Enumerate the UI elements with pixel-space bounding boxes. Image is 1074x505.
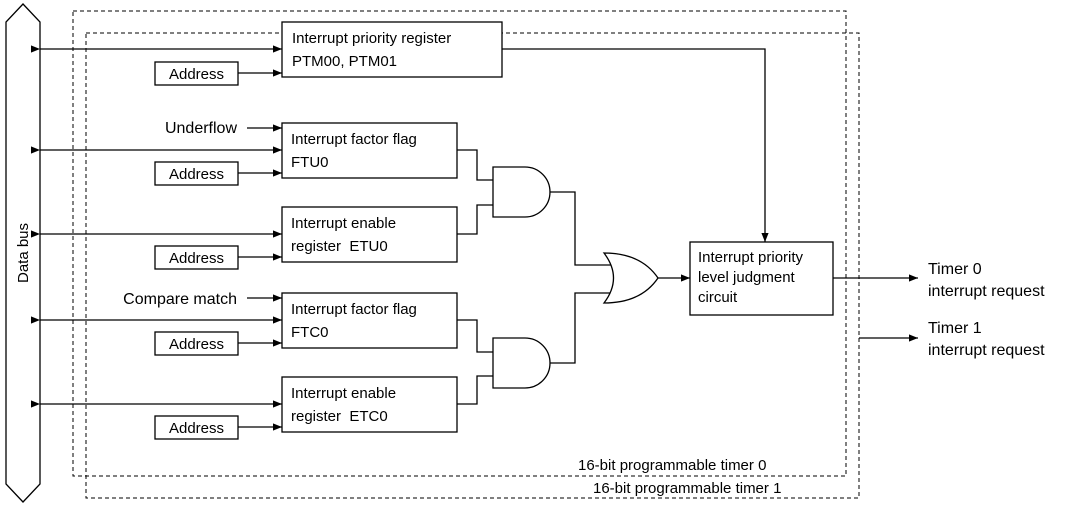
enable-register-compare-box: Interrupt enable register ETC0 [281, 376, 458, 433]
address-label: Address [169, 420, 224, 437]
timer0-output-line2: interrupt request [928, 283, 1045, 300]
data-bus [5, 3, 41, 503]
wire-factor-underflow-to-and [457, 149, 493, 181]
judgment-circuit-line1: Interrupt priority [698, 249, 804, 266]
timer1-output-line1: Timer 1 [928, 320, 982, 337]
wire-priority-to-judgment [502, 48, 769, 242]
factor-flag-underflow-line1: Interrupt factor flag [291, 131, 417, 148]
timer0-output-line1: Timer 0 [928, 261, 982, 278]
underflow-label: Underflow [165, 120, 237, 137]
factor-flag-compare-box: Interrupt factor flag FTC0 [281, 292, 458, 349]
enable-register-compare-line2: register ETC0 [291, 408, 388, 425]
enable-register-underflow-line2: register ETU0 [291, 238, 388, 255]
data-bus-label: Data bus [15, 223, 32, 283]
address-box-factor-compare: Address [154, 331, 282, 356]
and-gate-compare [492, 337, 551, 389]
enable-register-underflow-box: Interrupt enable register ETU0 [281, 206, 458, 263]
timer1-region-label: 16-bit programmable timer 1 [593, 480, 781, 497]
factor-flag-underflow-line2: FTU0 [291, 154, 329, 171]
priority-register-box: Interrupt priority register PTM00, PTM01 [281, 21, 503, 78]
compare-match-label: Compare match [123, 291, 237, 308]
wire-enable-compare-to-and [457, 375, 493, 405]
wire-and-compare-to-or [550, 292, 612, 364]
wire-and-underflow-to-or [550, 191, 612, 266]
address-box-priority: Address [154, 61, 282, 86]
factor-flag-compare-line1: Interrupt factor flag [291, 301, 417, 318]
judgment-circuit-line3: circuit [698, 289, 738, 306]
judgment-circuit-line2: level judgment [698, 269, 796, 286]
address-label: Address [169, 166, 224, 183]
timer1-output-line2: interrupt request [928, 342, 1045, 359]
address-label: Address [169, 336, 224, 353]
address-label: Address [169, 66, 224, 83]
enable-register-underflow-line1: Interrupt enable [291, 215, 396, 232]
wire-enable-underflow-to-and [457, 204, 493, 235]
priority-register-line1: Interrupt priority register [292, 30, 451, 47]
factor-flag-underflow-box: Interrupt factor flag FTU0 [281, 122, 458, 179]
address-box-enable-underflow: Address [154, 245, 282, 270]
timer0-region [72, 10, 847, 477]
address-box-enable-compare: Address [154, 415, 282, 440]
wire-factor-compare-to-and [457, 319, 493, 353]
address-label: Address [169, 250, 224, 267]
and-gate-underflow [492, 166, 551, 218]
enable-register-compare-line1: Interrupt enable [291, 385, 396, 402]
judgment-circuit-box: Interrupt priority level judgment circui… [689, 241, 834, 316]
factor-flag-compare-line2: FTC0 [291, 324, 329, 341]
timer0-region-label: 16-bit programmable timer 0 [578, 457, 766, 474]
address-box-factor-underflow: Address [154, 161, 282, 186]
priority-register-line2: PTM00, PTM01 [292, 53, 397, 70]
or-gate [602, 252, 659, 304]
